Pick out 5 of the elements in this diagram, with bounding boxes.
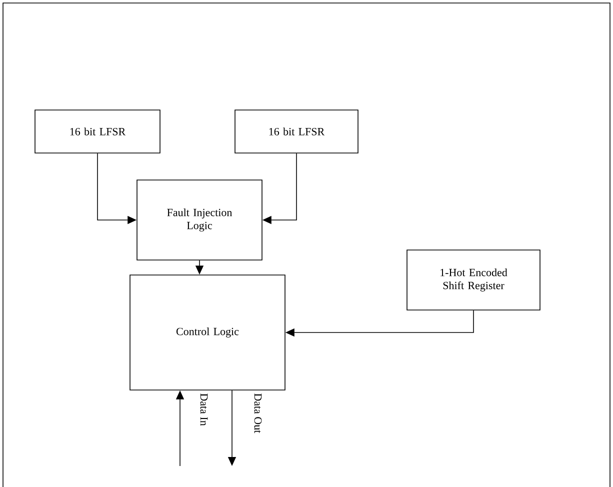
block-box: 1-Hot Encoded Shift Register	[406, 250, 540, 310]
block-box: 16 bit LFSR	[234, 110, 358, 154]
block-box: Fault Injection Logic	[136, 180, 262, 260]
block-box: 16 bit LFSR	[34, 110, 160, 154]
block-box: Control Logic	[130, 274, 286, 390]
